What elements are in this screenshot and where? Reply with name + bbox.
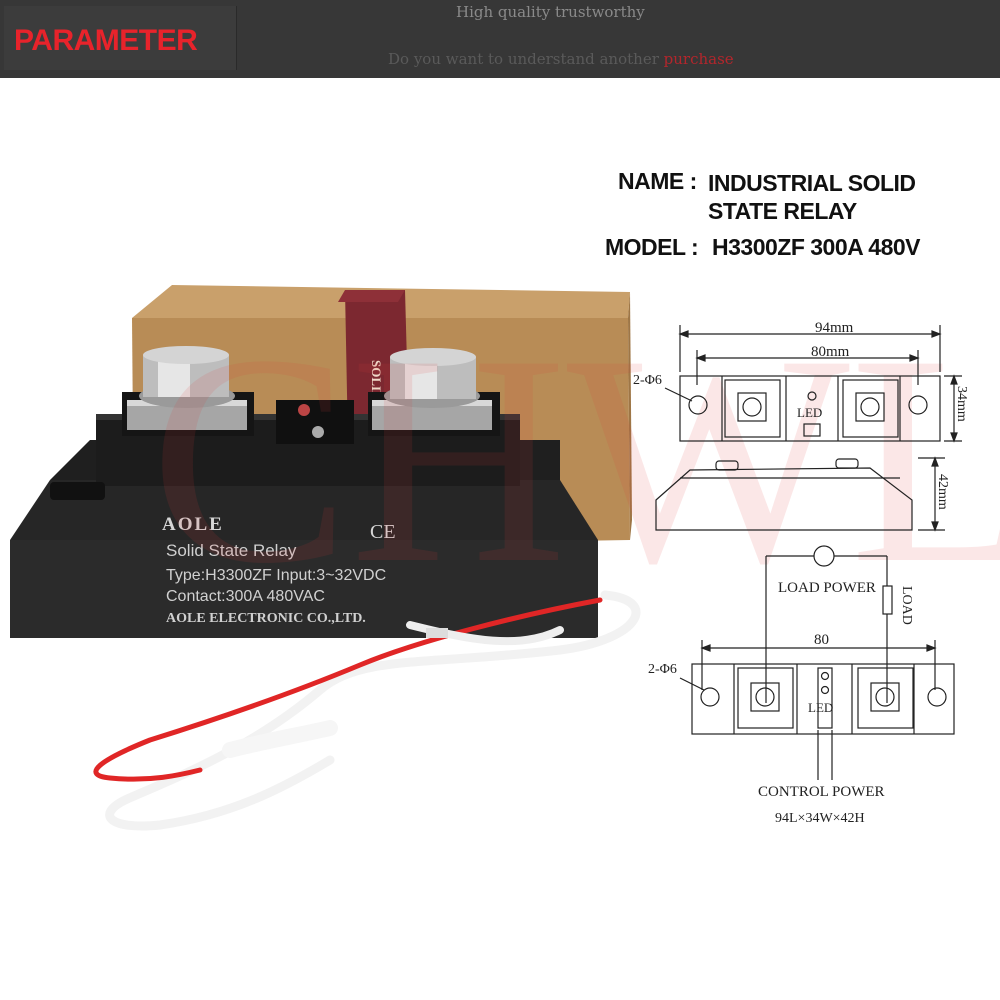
parameter-badge: PARAMETER [4, 6, 237, 70]
load-label: LOAD [899, 586, 914, 625]
control-power-label: CONTROL POWER [758, 784, 885, 800]
size-label: 94L×34W×42H [775, 811, 865, 826]
parameter-badge-label: PARAMETER [14, 24, 198, 57]
left-terminal-bolt [127, 346, 247, 430]
name-label: NAME : [618, 168, 697, 194]
dim-holes: 80mm [811, 344, 850, 360]
wiring-holes-label: 2-Φ6 [648, 662, 677, 677]
ce-mark: CE [370, 521, 396, 543]
header-tagline: High quality trustworthy [456, 3, 645, 21]
model-value: H3300ZF 300A 480V [712, 234, 921, 260]
model-label: MODEL : [605, 234, 699, 260]
side-view: 42mm [655, 456, 950, 532]
header-subline-prefix: Do you want to understand another [388, 50, 664, 68]
wiring-view: LOAD POWER LOAD 80 LED [648, 545, 955, 826]
box-side-text: SOLID [369, 360, 384, 400]
relay-title: Solid State Relay [166, 541, 297, 560]
name-value-line2: STATE RELAY [708, 198, 857, 224]
name-value-line1: INDUSTRIAL SOLID [708, 170, 916, 196]
relay-brand: AOLE [162, 514, 224, 535]
led-indicator [298, 404, 310, 416]
top-holes-label: 2-Φ6 [633, 373, 662, 388]
load-power-label: LOAD POWER [778, 580, 876, 596]
header-subline: Do you want to understand another purcha… [388, 50, 734, 68]
header-bar: PARAMETER High quality trustworthy Do yo… [0, 0, 1000, 78]
top-view: 94mm 80mm LED 2-Φ6 [633, 320, 969, 443]
dim-overall: 94mm [815, 320, 854, 336]
wiring-dim-holes: 80 [814, 632, 829, 648]
dim-height: 42mm [935, 474, 950, 510]
dim-width: 34mm [954, 386, 969, 422]
relay-type-line: Type:H3300ZF Input:3~32VDC [166, 567, 386, 584]
control-wires [93, 590, 641, 831]
relay-contact-line: Contact:300A 480VAC [166, 588, 325, 605]
wiring-led-label: LED [808, 700, 833, 715]
right-terminal-bolt [372, 348, 492, 430]
purchase-link[interactable]: purchase [663, 50, 734, 68]
relay-maker-line: AOLE ELECTRONIC CO.,LTD. [166, 611, 366, 626]
top-led-label: LED [797, 405, 822, 420]
watermark: CHWL [150, 293, 1000, 625]
